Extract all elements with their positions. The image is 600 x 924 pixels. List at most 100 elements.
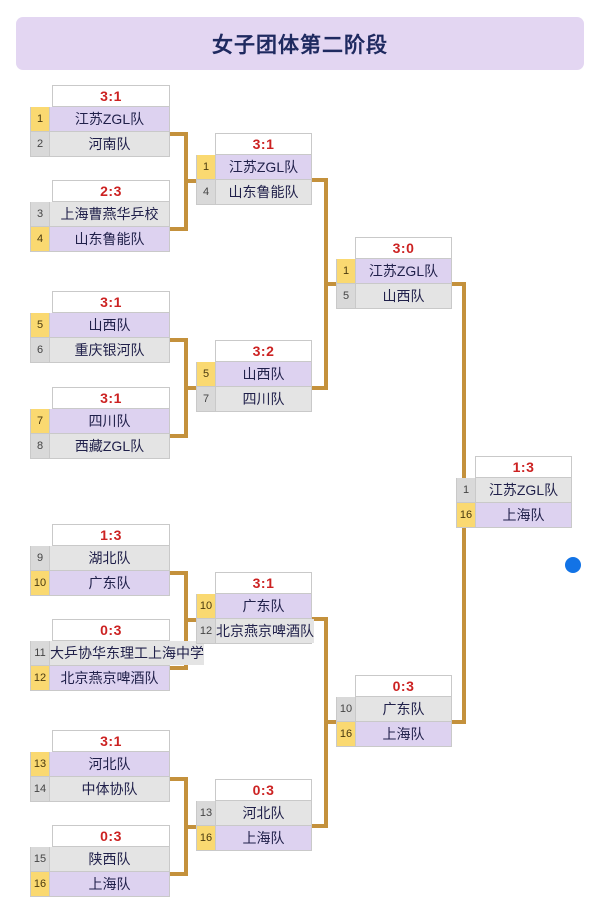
score-value: 1:3 <box>100 527 122 543</box>
team-row[interactable]: 5 山西队 <box>196 362 312 387</box>
score-value: 1:3 <box>512 459 535 475</box>
score-box: 3:1 <box>215 572 312 594</box>
team-row[interactable]: 10 广东队 <box>336 697 452 722</box>
team-row[interactable]: 11 大乒协华东理工上海中学 <box>30 641 204 666</box>
score-value: 0:3 <box>392 678 415 694</box>
seed-number: 7 <box>197 387 216 411</box>
team-name: 河北队 <box>216 801 311 825</box>
score-value: 3:1 <box>100 294 122 310</box>
seed-number: 12 <box>197 619 216 643</box>
seed-number: 11 <box>31 641 50 665</box>
seed-number: 5 <box>197 362 216 386</box>
team-row[interactable]: 4 山东鲁能队 <box>196 180 312 205</box>
score-box: 0:3 <box>215 779 312 801</box>
team-row[interactable]: 2 河南队 <box>30 132 170 157</box>
score-value: 2:3 <box>100 183 122 199</box>
seed-number: 4 <box>197 180 216 204</box>
score-value: 3:1 <box>252 575 275 591</box>
team-row[interactable]: 7 四川队 <box>30 409 170 434</box>
team-row[interactable]: 15 陕西队 <box>30 847 170 872</box>
team-row[interactable]: 14 中体协队 <box>30 777 170 802</box>
team-row[interactable]: 5 山西队 <box>30 313 170 338</box>
page-title: 女子团体第二阶段 <box>212 33 388 57</box>
team-row[interactable]: 1 江苏ZGL队 <box>456 478 572 503</box>
team-row[interactable]: 7 四川队 <box>196 387 312 412</box>
seed-number: 6 <box>31 338 50 362</box>
seed-number: 1 <box>31 107 50 131</box>
score-box: 0:3 <box>52 825 170 847</box>
score-box: 3:1 <box>52 730 170 752</box>
team-name: 湖北队 <box>50 546 169 570</box>
team-row[interactable]: 1 江苏ZGL队 <box>30 107 170 132</box>
seed-number: 14 <box>31 777 50 801</box>
team-row[interactable]: 16 上海队 <box>30 872 170 897</box>
seed-number: 13 <box>31 752 50 776</box>
score-box: 1:3 <box>475 456 572 478</box>
team-row[interactable]: 9 湖北队 <box>30 546 170 571</box>
team-name: 北京燕京啤酒队 <box>216 619 314 643</box>
team-row[interactable]: 12 北京燕京啤酒队 <box>30 666 170 691</box>
score-box: 3:1 <box>215 133 312 155</box>
team-name: 山东鲁能队 <box>216 180 311 204</box>
score-box: 3:1 <box>52 387 170 409</box>
seed-number: 16 <box>457 503 476 527</box>
score-box: 0:3 <box>355 675 452 697</box>
team-row[interactable]: 16 上海队 <box>196 826 312 851</box>
team-name: 西藏ZGL队 <box>50 434 169 458</box>
team-row[interactable]: 4 山东鲁能队 <box>30 227 170 252</box>
seed-number: 7 <box>31 409 50 433</box>
score-box: 0:3 <box>52 619 170 641</box>
team-name: 四川队 <box>50 409 169 433</box>
seed-number: 16 <box>31 872 50 896</box>
score-value: 0:3 <box>252 782 275 798</box>
seed-number: 15 <box>31 847 50 871</box>
team-row[interactable]: 13 河北队 <box>196 801 312 826</box>
seed-number: 1 <box>457 478 476 502</box>
team-row[interactable]: 6 重庆银河队 <box>30 338 170 363</box>
team-row[interactable]: 10 广东队 <box>30 571 170 596</box>
score-box: 3:2 <box>215 340 312 362</box>
team-row[interactable]: 16 上海队 <box>336 722 452 747</box>
seed-number: 10 <box>337 697 356 721</box>
score-box: 2:3 <box>52 180 170 202</box>
team-row[interactable]: 1 江苏ZGL队 <box>196 155 312 180</box>
team-name: 上海曹燕华乒校 <box>50 202 169 226</box>
score-box: 3:0 <box>355 237 452 259</box>
team-name: 河南队 <box>50 132 169 156</box>
score-value: 3:1 <box>252 136 275 152</box>
score-value: 3:1 <box>100 390 122 406</box>
team-row[interactable]: 12 北京燕京啤酒队 <box>196 619 314 644</box>
seed-number: 16 <box>197 826 216 850</box>
team-row[interactable]: 5 山西队 <box>336 284 452 309</box>
team-name: 上海队 <box>476 503 571 527</box>
team-row[interactable]: 16 上海队 <box>456 503 572 528</box>
score-box: 3:1 <box>52 291 170 313</box>
team-row[interactable]: 1 江苏ZGL队 <box>336 259 452 284</box>
team-row[interactable]: 3 上海曹燕华乒校 <box>30 202 170 227</box>
score-value: 0:3 <box>100 828 122 844</box>
team-name: 上海队 <box>216 826 311 850</box>
team-row[interactable]: 10 广东队 <box>196 594 312 619</box>
team-row[interactable]: 8 西藏ZGL队 <box>30 434 170 459</box>
page-indicator-dot[interactable] <box>565 557 581 573</box>
team-name: 重庆银河队 <box>50 338 169 362</box>
team-name: 中体协队 <box>50 777 169 801</box>
page-title-banner: 女子团体第二阶段 <box>16 17 584 70</box>
seed-number: 2 <box>31 132 50 156</box>
team-name: 广东队 <box>50 571 169 595</box>
score-value: 3:0 <box>392 240 415 256</box>
team-name: 大乒协华东理工上海中学 <box>50 641 204 665</box>
seed-number: 12 <box>31 666 50 690</box>
team-name: 江苏ZGL队 <box>50 107 169 131</box>
team-name: 广东队 <box>216 594 311 618</box>
seed-number: 10 <box>197 594 216 618</box>
team-name: 山西队 <box>50 313 169 337</box>
score-value: 0:3 <box>100 622 122 638</box>
seed-number: 9 <box>31 546 50 570</box>
score-value: 3:2 <box>252 343 275 359</box>
score-box: 3:1 <box>52 85 170 107</box>
seed-number: 13 <box>197 801 216 825</box>
team-row[interactable]: 13 河北队 <box>30 752 170 777</box>
team-name: 河北队 <box>50 752 169 776</box>
